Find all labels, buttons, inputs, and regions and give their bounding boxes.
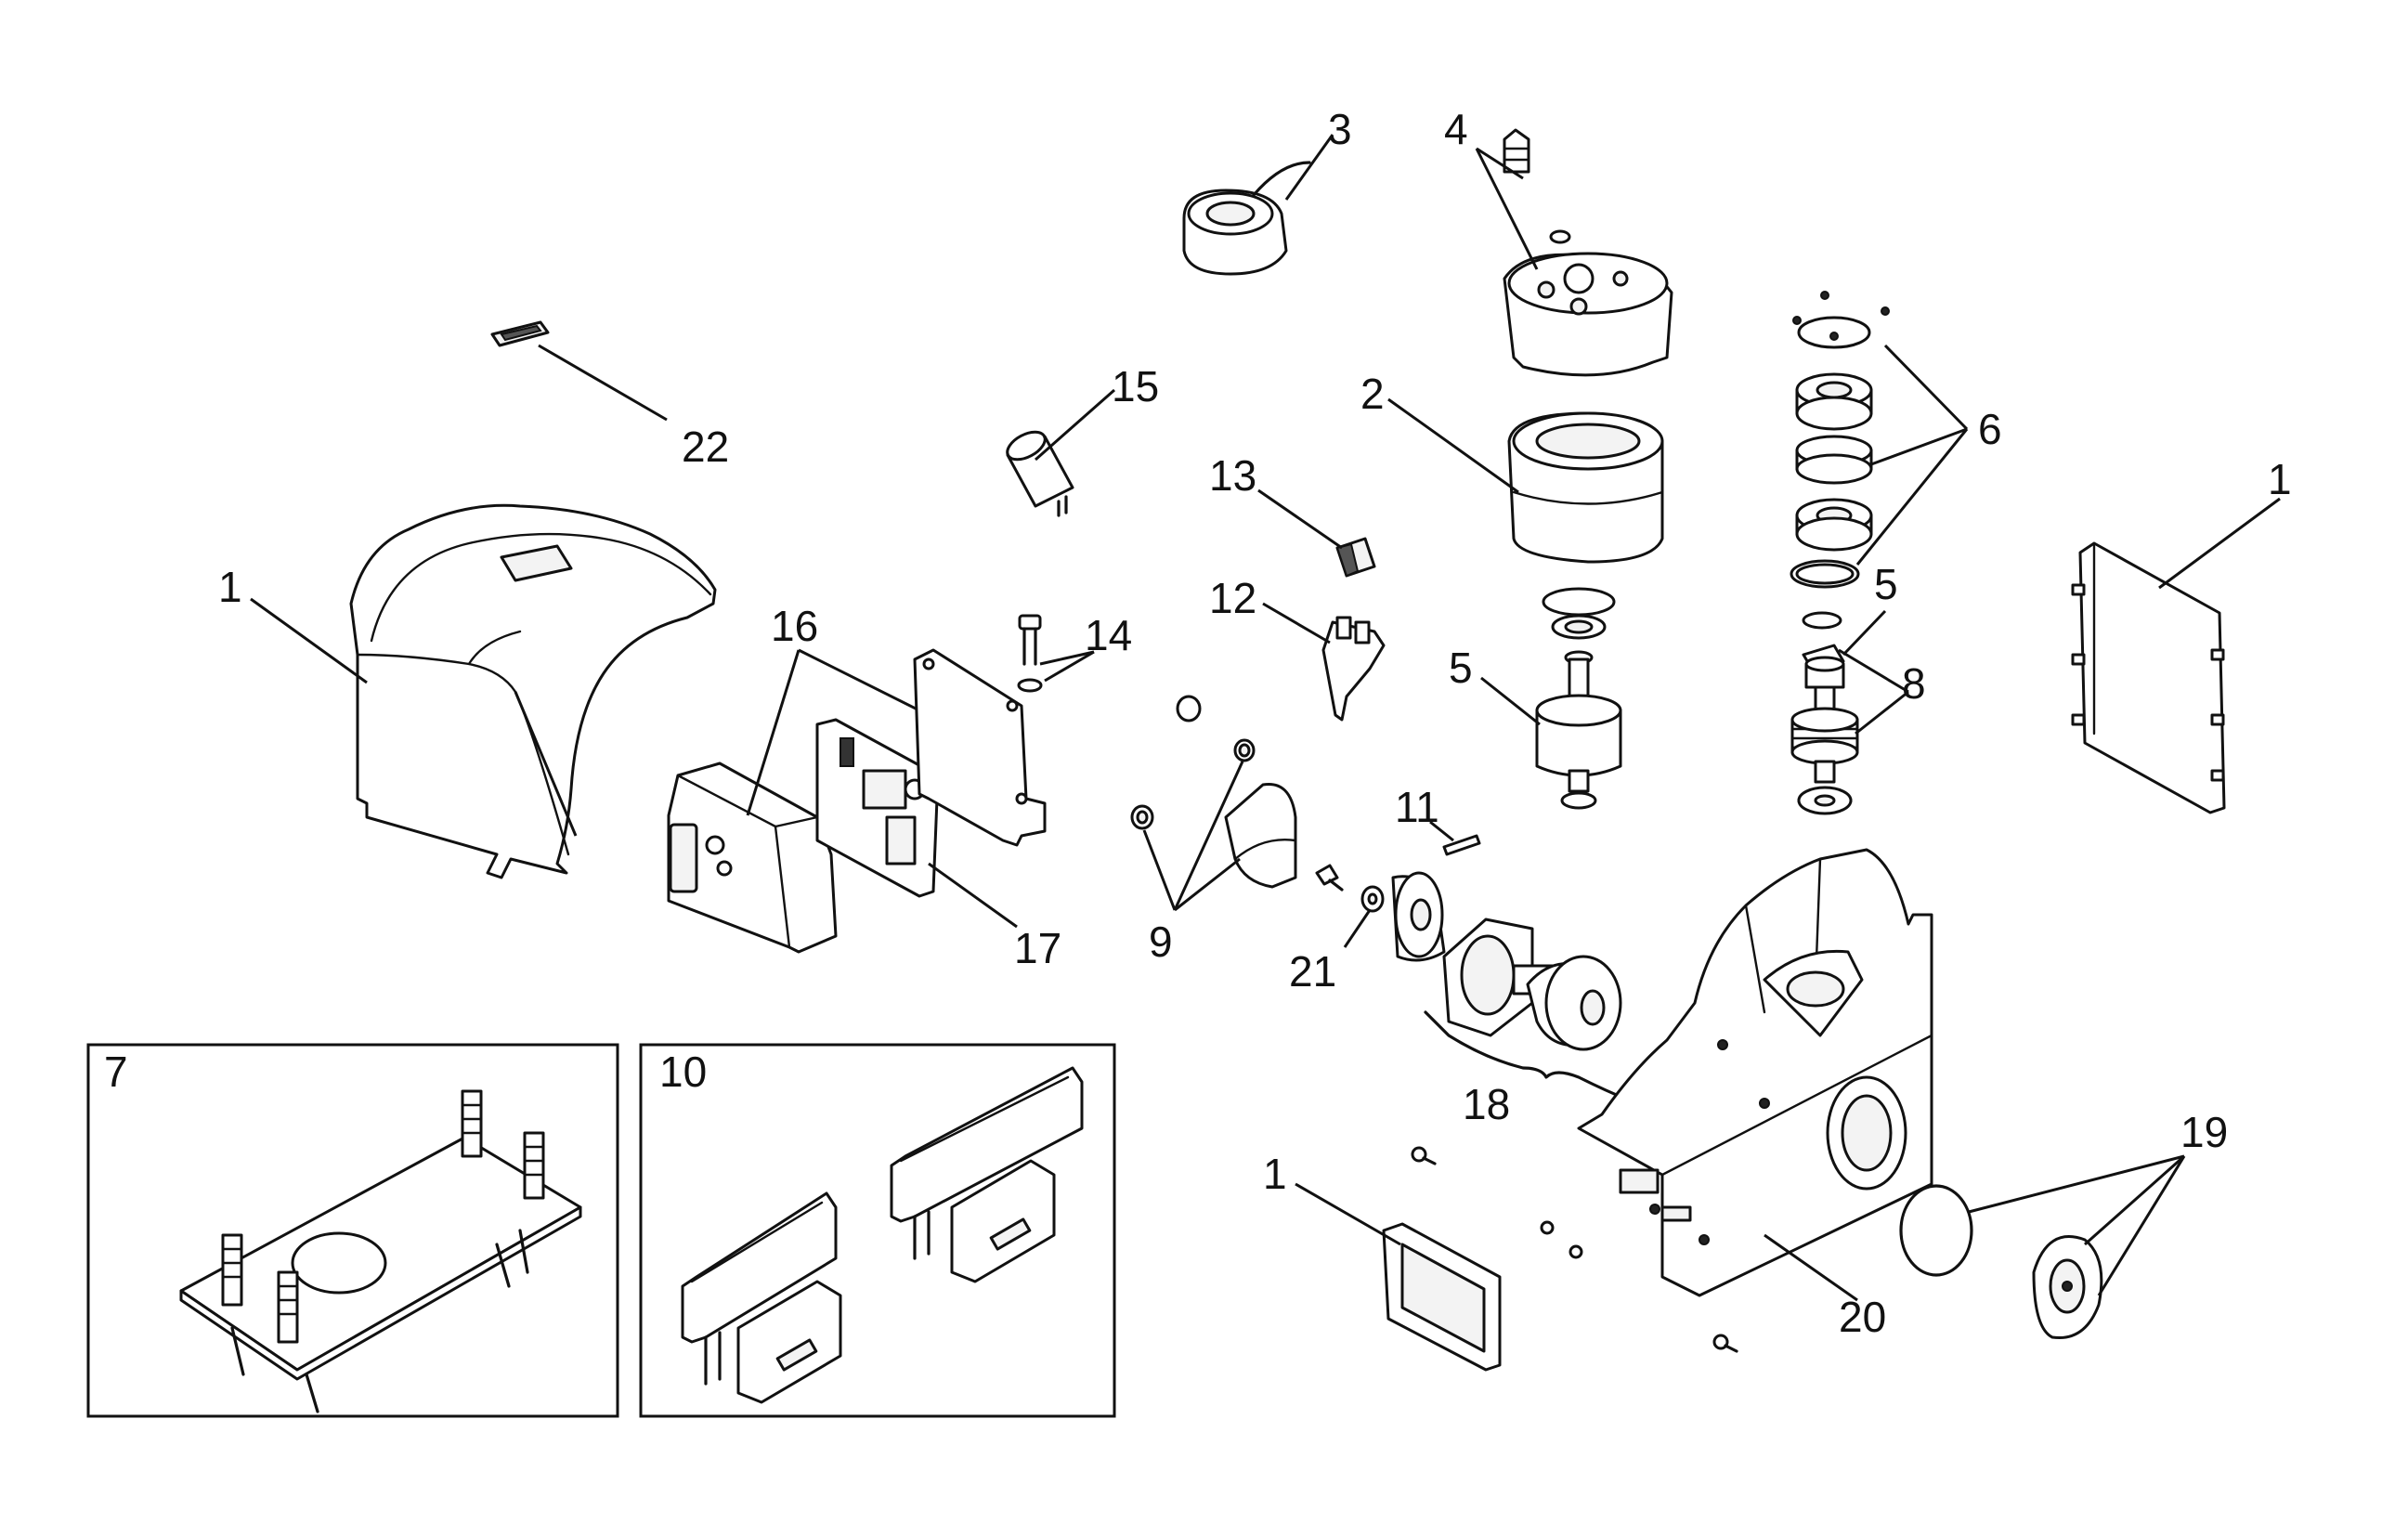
- part-1-side-panel[interactable]: [2071, 497, 2281, 814]
- label-12: 12: [1209, 574, 1256, 622]
- part-15-capacitor[interactable]: [1003, 388, 1115, 517]
- part-8-worm-shaft[interactable]: [1790, 609, 1909, 815]
- label-22: 22: [682, 423, 729, 471]
- part-16-control-box[interactable]: [667, 648, 939, 954]
- inset-7-anchor-bolts: [221, 1089, 545, 1344]
- part-4-end-cap[interactable]: [1475, 128, 1673, 377]
- part-12-limit-switch[interactable]: [1262, 602, 1386, 722]
- mounting-plate: [913, 648, 1047, 847]
- label-14: 14: [1085, 611, 1132, 659]
- label-1-cover: 1: [218, 563, 242, 611]
- part-22-nameplate[interactable]: [490, 320, 668, 422]
- label-4: 4: [1444, 105, 1468, 153]
- part-3-encoder[interactable]: [1182, 134, 1334, 276]
- label-6: 6: [1978, 405, 2002, 453]
- label-13: 13: [1209, 451, 1256, 500]
- label-10: 10: [659, 1048, 707, 1096]
- label-1-side-panel: 1: [2268, 455, 2292, 503]
- label-19: 19: [2180, 1108, 2228, 1156]
- part-6-bearings[interactable]: [1790, 291, 1969, 589]
- part-20-housing[interactable]: [1577, 848, 1933, 1302]
- label-8: 8: [1902, 659, 1926, 708]
- part-2-stator[interactable]: [1387, 397, 1664, 564]
- label-11: 11: [1395, 783, 1439, 831]
- label-7: 7: [104, 1048, 128, 1096]
- part-21-washer[interactable]: [1315, 864, 1385, 948]
- label-16: 16: [771, 602, 818, 650]
- label-2: 2: [1360, 370, 1385, 418]
- label-5-rotor: 5: [1449, 644, 1473, 692]
- small-gear: [1391, 871, 1446, 962]
- inset-10-magnets[interactable]: [639, 1043, 1116, 1418]
- label-1-window: 1: [1263, 1150, 1287, 1198]
- part-1-window-plate[interactable]: [1295, 1182, 1502, 1372]
- housing-screws: [1411, 1146, 1738, 1353]
- part-13-connector[interactable]: [1257, 488, 1376, 578]
- part-11-pin[interactable]: [1429, 820, 1481, 856]
- label-20: 20: [1839, 1293, 1886, 1341]
- label-5-shaft: 5: [1874, 560, 1898, 608]
- part-5-rotor[interactable]: [1480, 587, 1622, 810]
- part-17-circuit-board[interactable]: [815, 718, 1018, 929]
- inset-7-base-plate[interactable]: [86, 1043, 619, 1418]
- label-17: 17: [1014, 924, 1061, 972]
- part-14-bolt-washer[interactable]: [1017, 614, 1095, 693]
- label-15: 15: [1112, 362, 1159, 410]
- part-1-cover[interactable]: [250, 503, 717, 879]
- label-9: 9: [1149, 918, 1173, 966]
- part-19-seal-cap[interactable]: [1899, 1154, 2186, 1340]
- label-21: 21: [1289, 947, 1336, 996]
- part-18-output-shaft[interactable]: [1424, 918, 1646, 1102]
- label-18: 18: [1463, 1080, 1510, 1128]
- part-9-gear-cover[interactable]: [1130, 695, 1297, 912]
- label-3: 3: [1328, 105, 1352, 153]
